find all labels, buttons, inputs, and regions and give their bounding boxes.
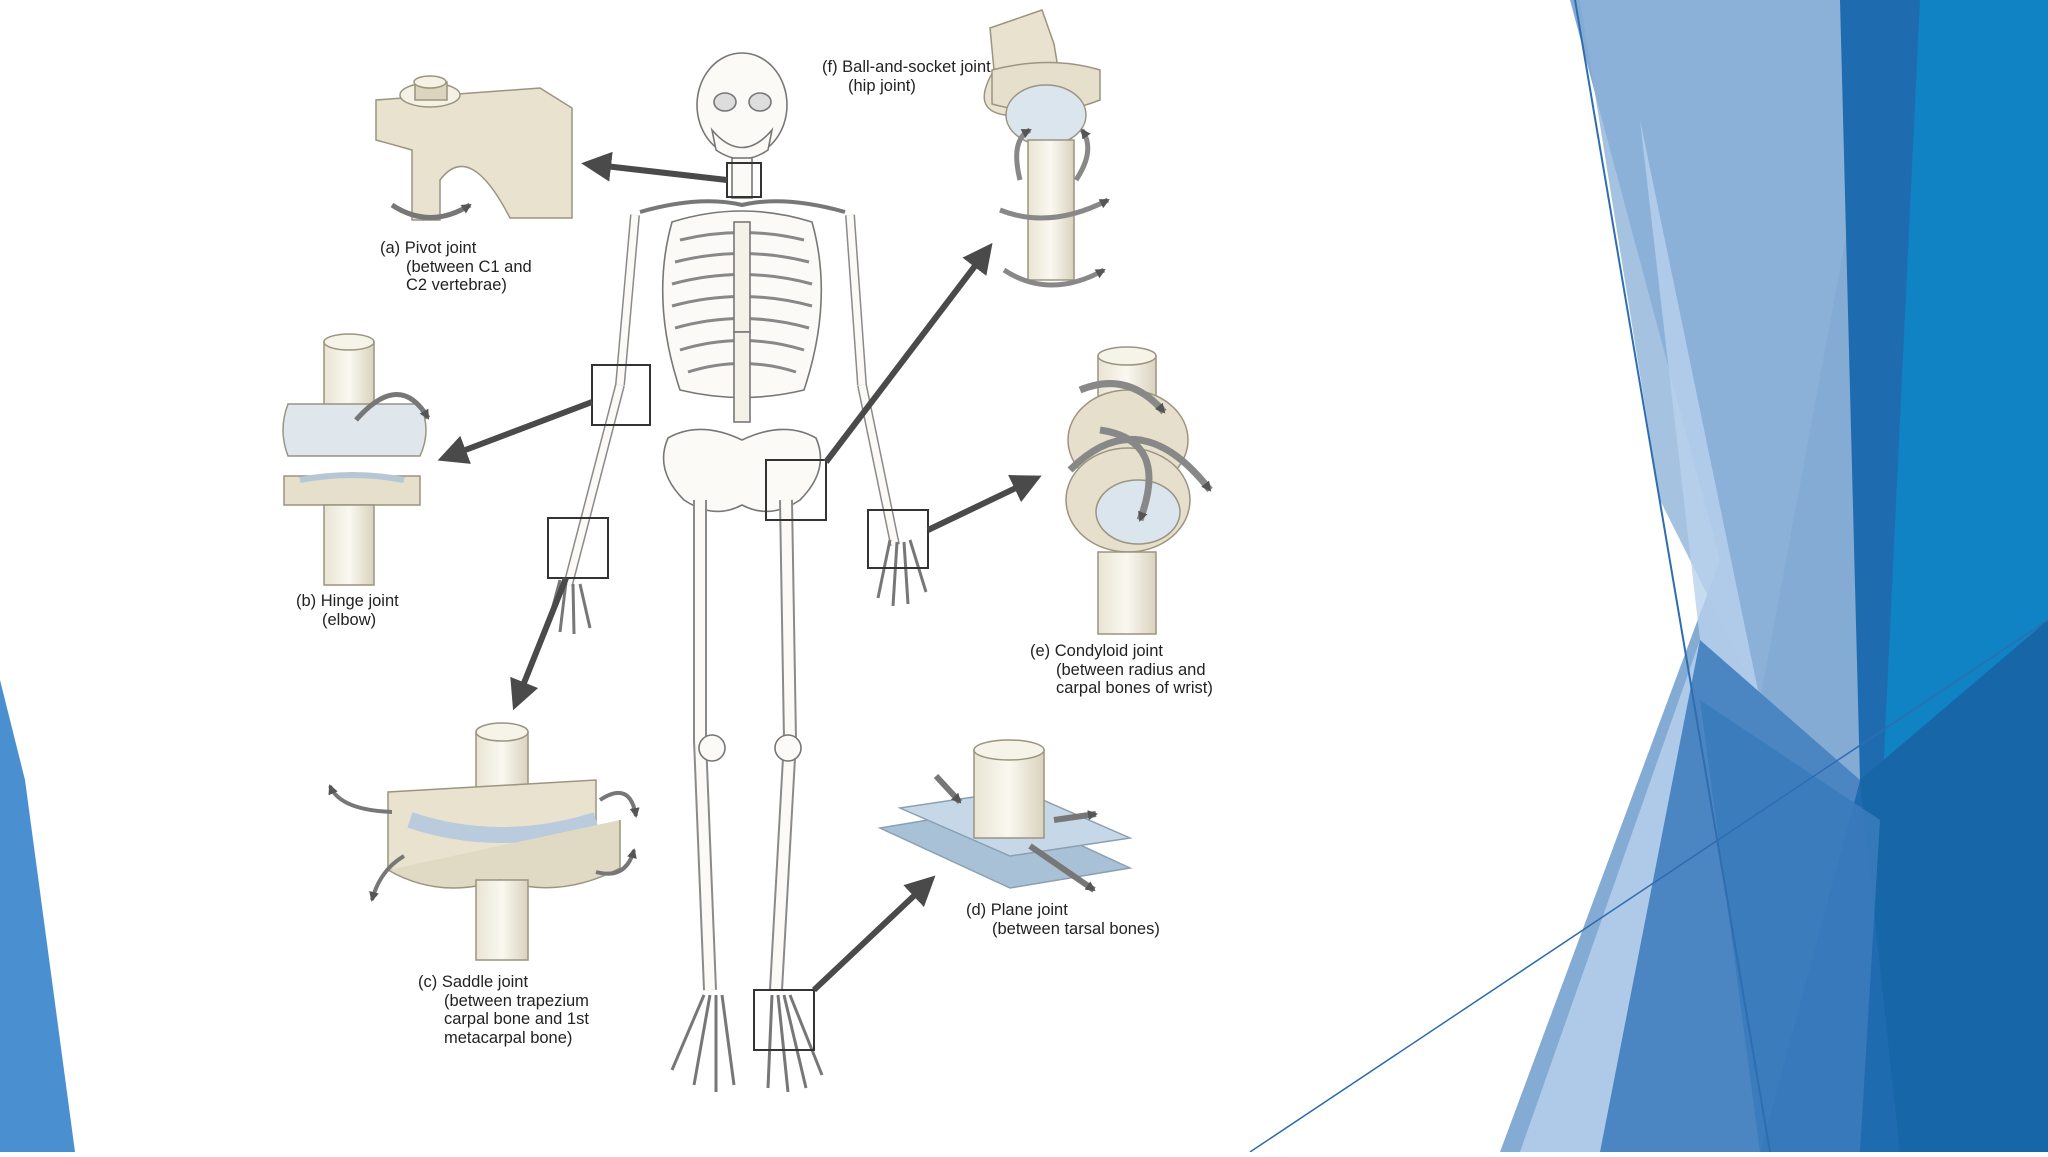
joint-detail: (between radius and: [1056, 660, 1206, 679]
joint-detail: carpal bone and 1st: [444, 1010, 589, 1028]
joint-detail: (elbow): [322, 610, 377, 629]
theme-decoration-right: [1249, 0, 2048, 1153]
ball-and-socket-joint-label: (f) Ball-and-socket joint (hip joint): [822, 58, 991, 95]
joint-name: (f) Ball-and-socket joint: [822, 58, 991, 76]
hinge-joint-model: [282, 333, 431, 586]
joint-detail: (between C1 and: [406, 257, 532, 276]
joint-detail: metacarpal bone): [444, 1028, 573, 1047]
condyloid-joint-label: (e) Condyloid joint (between radius and …: [1030, 642, 1213, 698]
joint-detail: (hip joint): [848, 76, 916, 95]
theme-decoration-left: [0, 680, 75, 1152]
saddle-joint-model: [328, 722, 640, 961]
joint-name: (c) Saddle joint: [418, 973, 529, 991]
hinge-joint-label: (b) Hinge joint (elbow): [296, 592, 399, 629]
pivot-joint-model: [375, 75, 573, 221]
joint-name: (a) Pivot joint: [380, 239, 477, 257]
joint-detail: (between trapezium: [444, 991, 589, 1010]
plane-joint-model: [877, 739, 1133, 893]
joint-name: (d) Plane joint: [966, 901, 1068, 919]
joint-name: (e) Condyloid joint: [1030, 642, 1163, 660]
joint-detail: C2 vertebrae): [406, 276, 507, 294]
joint-detail: carpal bones of wrist): [1056, 679, 1213, 697]
ball-and-socket-joint-model: [983, 9, 1110, 288]
pivot-joint-label: (a) Pivot joint (between C1 and C2 verte…: [380, 239, 532, 295]
skeleton-illustration: [546, 52, 928, 1093]
joint-name: (b) Hinge joint: [296, 592, 399, 610]
pointer-arrows: [437, 151, 1042, 993]
plane-joint-label: (d) Plane joint (between tarsal bones): [966, 901, 1160, 938]
condyloid-joint-model: [1065, 346, 1213, 635]
joint-location-boxes: [547, 162, 929, 1051]
joint-detail: (between tarsal bones): [992, 919, 1160, 938]
saddle-joint-label: (c) Saddle joint (between trapezium carp…: [418, 973, 589, 1047]
